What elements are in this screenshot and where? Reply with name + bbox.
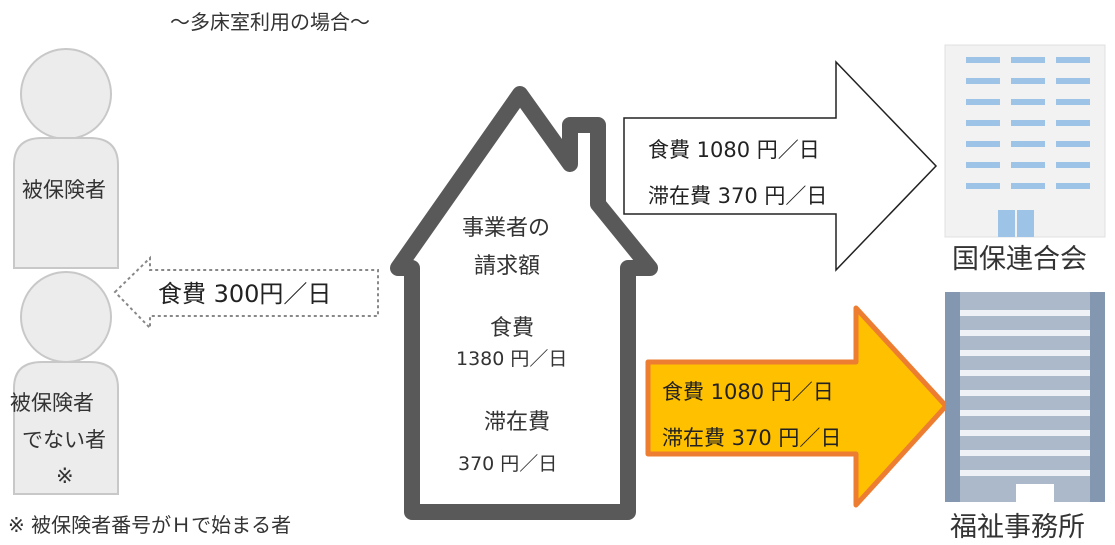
house-shape bbox=[390, 86, 658, 520]
non-insured-label-line2: でない者 bbox=[22, 428, 106, 452]
house-stay-amount: 370 円／日 bbox=[458, 453, 558, 475]
non-insured-label-line3: ※ bbox=[56, 464, 74, 488]
lower-orange-arrow bbox=[645, 305, 949, 508]
upper-arrow-food: 食費 1080 円／日 bbox=[648, 138, 820, 162]
upper-arrow-stay: 滞在費 370 円／日 bbox=[648, 184, 828, 208]
welfare-office-building-icon bbox=[945, 292, 1105, 502]
house-label-line2: 請求額 bbox=[474, 254, 541, 279]
lower-arrow-stay: 滞在費 370 円／日 bbox=[662, 426, 842, 450]
office-building-icon bbox=[944, 44, 1106, 238]
insured-label: 被保険者 bbox=[22, 178, 106, 202]
left-arrow-label: 食費 300円／日 bbox=[158, 280, 332, 308]
person-insured-icon bbox=[13, 48, 119, 269]
org-kokuho-rengokai: 国保連合会 bbox=[952, 244, 1087, 275]
left-dotted-arrow bbox=[113, 255, 379, 331]
upper-arrow bbox=[623, 60, 938, 272]
house-stay-label: 滞在費 bbox=[484, 410, 551, 435]
person-non-insured-icon bbox=[13, 271, 119, 495]
house-food-amount: 1380 円／日 bbox=[456, 348, 568, 370]
house-label-line1: 事業者の bbox=[462, 216, 551, 241]
footnote: ※ 被保険者番号がＨで始まる者 bbox=[8, 513, 292, 537]
non-insured-label-line1: 被保険者 bbox=[10, 391, 94, 415]
page-title: ～多床室利用の場合～ bbox=[170, 10, 370, 34]
org-welfare-office: 福祉事務所 bbox=[950, 512, 1085, 543]
lower-arrow-food: 食費 1080 円／日 bbox=[662, 380, 834, 404]
house-food-label: 食費 bbox=[490, 316, 535, 341]
